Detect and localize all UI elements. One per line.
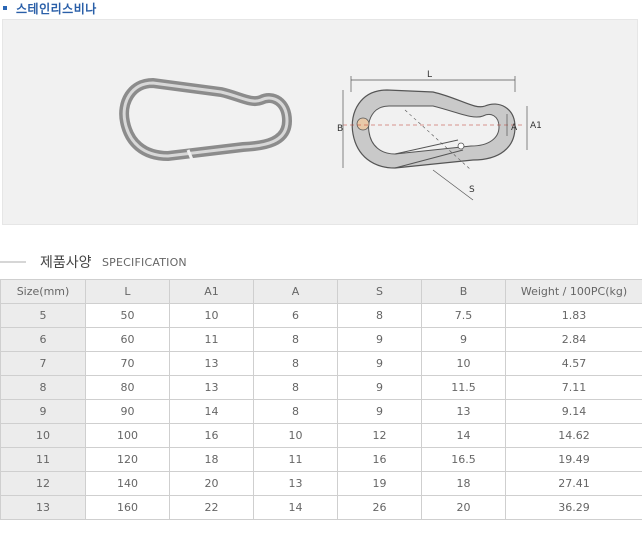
cell-A1: 13 [169, 351, 254, 376]
cell-S: 9 [337, 351, 422, 376]
cell-S: 8 [337, 303, 422, 328]
cell-B: 16.5 [421, 447, 506, 472]
cell-L: 90 [85, 399, 170, 424]
cell-A1: 20 [169, 471, 254, 496]
cell-S: 12 [337, 423, 422, 448]
cell-L: 70 [85, 351, 170, 376]
col-weight: Weight / 100PC(kg) [505, 279, 642, 304]
cell-weight: 36.29 [505, 495, 642, 520]
cell-size: 7 [0, 351, 86, 376]
cell-A1: 10 [169, 303, 254, 328]
cell-B: 20 [421, 495, 506, 520]
label-A: A [511, 123, 518, 133]
cell-A1: 18 [169, 447, 254, 472]
cell-A: 8 [253, 399, 338, 424]
cell-A: 8 [253, 327, 338, 352]
snap-hook-photo: L B A A1 S [119, 70, 542, 201]
cell-B: 18 [421, 471, 506, 496]
label-S: S [469, 185, 475, 195]
label-A1: A1 [530, 121, 542, 131]
cell-size: 11 [0, 447, 86, 472]
cell-weight: 2.84 [505, 327, 642, 352]
cell-weight: 27.41 [505, 471, 642, 496]
cell-A: 13 [253, 471, 338, 496]
cell-S: 9 [337, 375, 422, 400]
cell-weight: 1.83 [505, 303, 642, 328]
cell-size: 13 [0, 495, 86, 520]
cell-L: 160 [85, 495, 170, 520]
page-title: 스테인리스비나 [16, 2, 97, 16]
label-B: B [337, 124, 343, 134]
cell-A: 14 [253, 495, 338, 520]
hook-photo-shape [119, 77, 293, 163]
cell-L: 120 [85, 447, 170, 472]
cell-A: 11 [253, 447, 338, 472]
cell-weight: 7.11 [505, 375, 642, 400]
cell-B: 14 [421, 423, 506, 448]
col-A1: A1 [169, 279, 254, 304]
cell-size: 10 [0, 423, 86, 448]
spec-heading: 제품사양 SPECIFICATION [0, 250, 642, 274]
col-B: B [421, 279, 506, 304]
cell-size: 5 [0, 303, 86, 328]
cell-B: 11.5 [421, 375, 506, 400]
spec-heading-ko: 제품사양 [40, 255, 92, 271]
cell-L: 80 [85, 375, 170, 400]
cell-A1: 11 [169, 327, 254, 352]
label-L: L [427, 70, 432, 80]
col-size: Size(mm) [0, 279, 86, 304]
cell-weight: 4.57 [505, 351, 642, 376]
cell-L: 140 [85, 471, 170, 496]
cell-A1: 13 [169, 375, 254, 400]
cell-L: 60 [85, 327, 170, 352]
page-title-bar: 스테인리스비나 [0, 0, 642, 16]
cell-size: 6 [0, 327, 86, 352]
cell-S: 9 [337, 327, 422, 352]
cell-size: 12 [0, 471, 86, 496]
cell-weight: 14.62 [505, 423, 642, 448]
title-bullet-icon [3, 6, 7, 10]
cell-size: 9 [0, 399, 86, 424]
cell-A: 8 [253, 375, 338, 400]
cell-B: 13 [421, 399, 506, 424]
hook-diagram [342, 76, 528, 201]
cell-S: 26 [337, 495, 422, 520]
cell-A1: 16 [169, 423, 254, 448]
cell-weight: 19.49 [505, 447, 642, 472]
cell-S: 19 [337, 471, 422, 496]
cell-B: 7.5 [421, 303, 506, 328]
spec-heading-rule [0, 261, 26, 263]
cell-S: 9 [337, 399, 422, 424]
cell-A: 8 [253, 351, 338, 376]
cell-S: 16 [337, 447, 422, 472]
cell-A1: 22 [169, 495, 254, 520]
cell-A: 6 [253, 303, 338, 328]
spec-heading-en: SPECIFICATION [102, 256, 187, 269]
diagram-labels: L B A A1 S [337, 70, 542, 195]
cell-B: 10 [421, 351, 506, 376]
cell-size: 8 [0, 375, 86, 400]
cell-L: 50 [85, 303, 170, 328]
spec-header-row: Size(mm) L A1 A S B Weight / 100PC(kg) [0, 279, 642, 304]
cell-L: 100 [85, 423, 170, 448]
col-S: S [337, 279, 422, 304]
product-image-panel: L B A A1 S [2, 19, 638, 225]
cell-A: 10 [253, 423, 338, 448]
cell-A1: 14 [169, 399, 254, 424]
col-L: L [85, 279, 170, 304]
col-A: A [253, 279, 338, 304]
cell-weight: 9.14 [505, 399, 642, 424]
spec-table: Size(mm) L A1 A S B Weight / 100PC(kg) 5… [0, 279, 642, 520]
cell-B: 9 [421, 327, 506, 352]
